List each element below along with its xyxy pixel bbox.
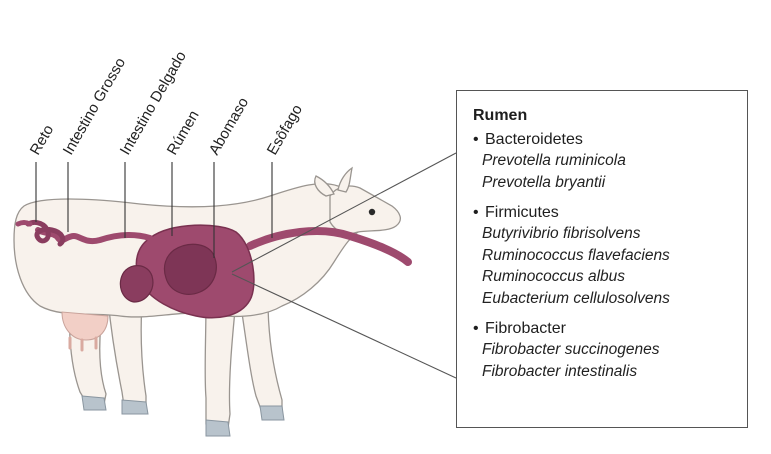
species-item: Eubacterium cellulosolvens [473,288,747,310]
bacteria-group-firmicutes: •Firmicutes Butyrivibrio fibrisolvens Ru… [473,202,747,309]
bacteria-group-bacteroidetes: •Bacteroidetes Prevotella ruminicola Pre… [473,129,747,193]
species-item: Fibrobacter intestinalis [473,361,747,383]
species-item: Prevotella ruminicola [473,150,747,172]
label-abomaso: Abomaso [206,95,252,158]
species-item: Ruminococcus flavefaciens [473,245,747,267]
bacteria-group-fibrobacter: •Fibrobacter Fibrobacter succinogenes Fi… [473,318,747,382]
bullet-icon: • [473,202,485,223]
rumen-bacteria-panel: Rumen •Bacteroidetes Prevotella ruminico… [456,90,748,428]
species-item: Prevotella bryantii [473,172,747,194]
cow-hooves [82,396,284,436]
bullet-icon: • [473,318,485,339]
cow-front-leg-back [205,300,236,428]
phylum-label: •Fibrobacter [473,318,747,339]
species-item: Fibrobacter succinogenes [473,339,747,361]
label-reto: Reto [27,122,58,158]
label-intestino-grosso: Intestino Grosso [60,55,129,158]
species-item: Butyrivibrio fibrisolvens [473,223,747,245]
species-item: Ruminococcus albus [473,266,747,288]
bullet-icon: • [473,129,485,150]
organ-labels: Reto Intestino Grosso Intestino Delgado … [27,48,306,158]
abomasum [164,244,216,294]
label-esofago: Esôfago [264,102,306,158]
cow-eye [369,209,375,215]
cow-head [330,186,400,233]
phylum-label: •Bacteroidetes [473,129,747,150]
rectum [18,223,30,225]
cow-front-leg-front [240,300,282,412]
panel-title: Rumen [473,107,747,125]
label-rumen: Rúmen [164,108,203,158]
cow-udder [62,312,108,340]
phylum-label: •Firmicutes [473,202,747,223]
